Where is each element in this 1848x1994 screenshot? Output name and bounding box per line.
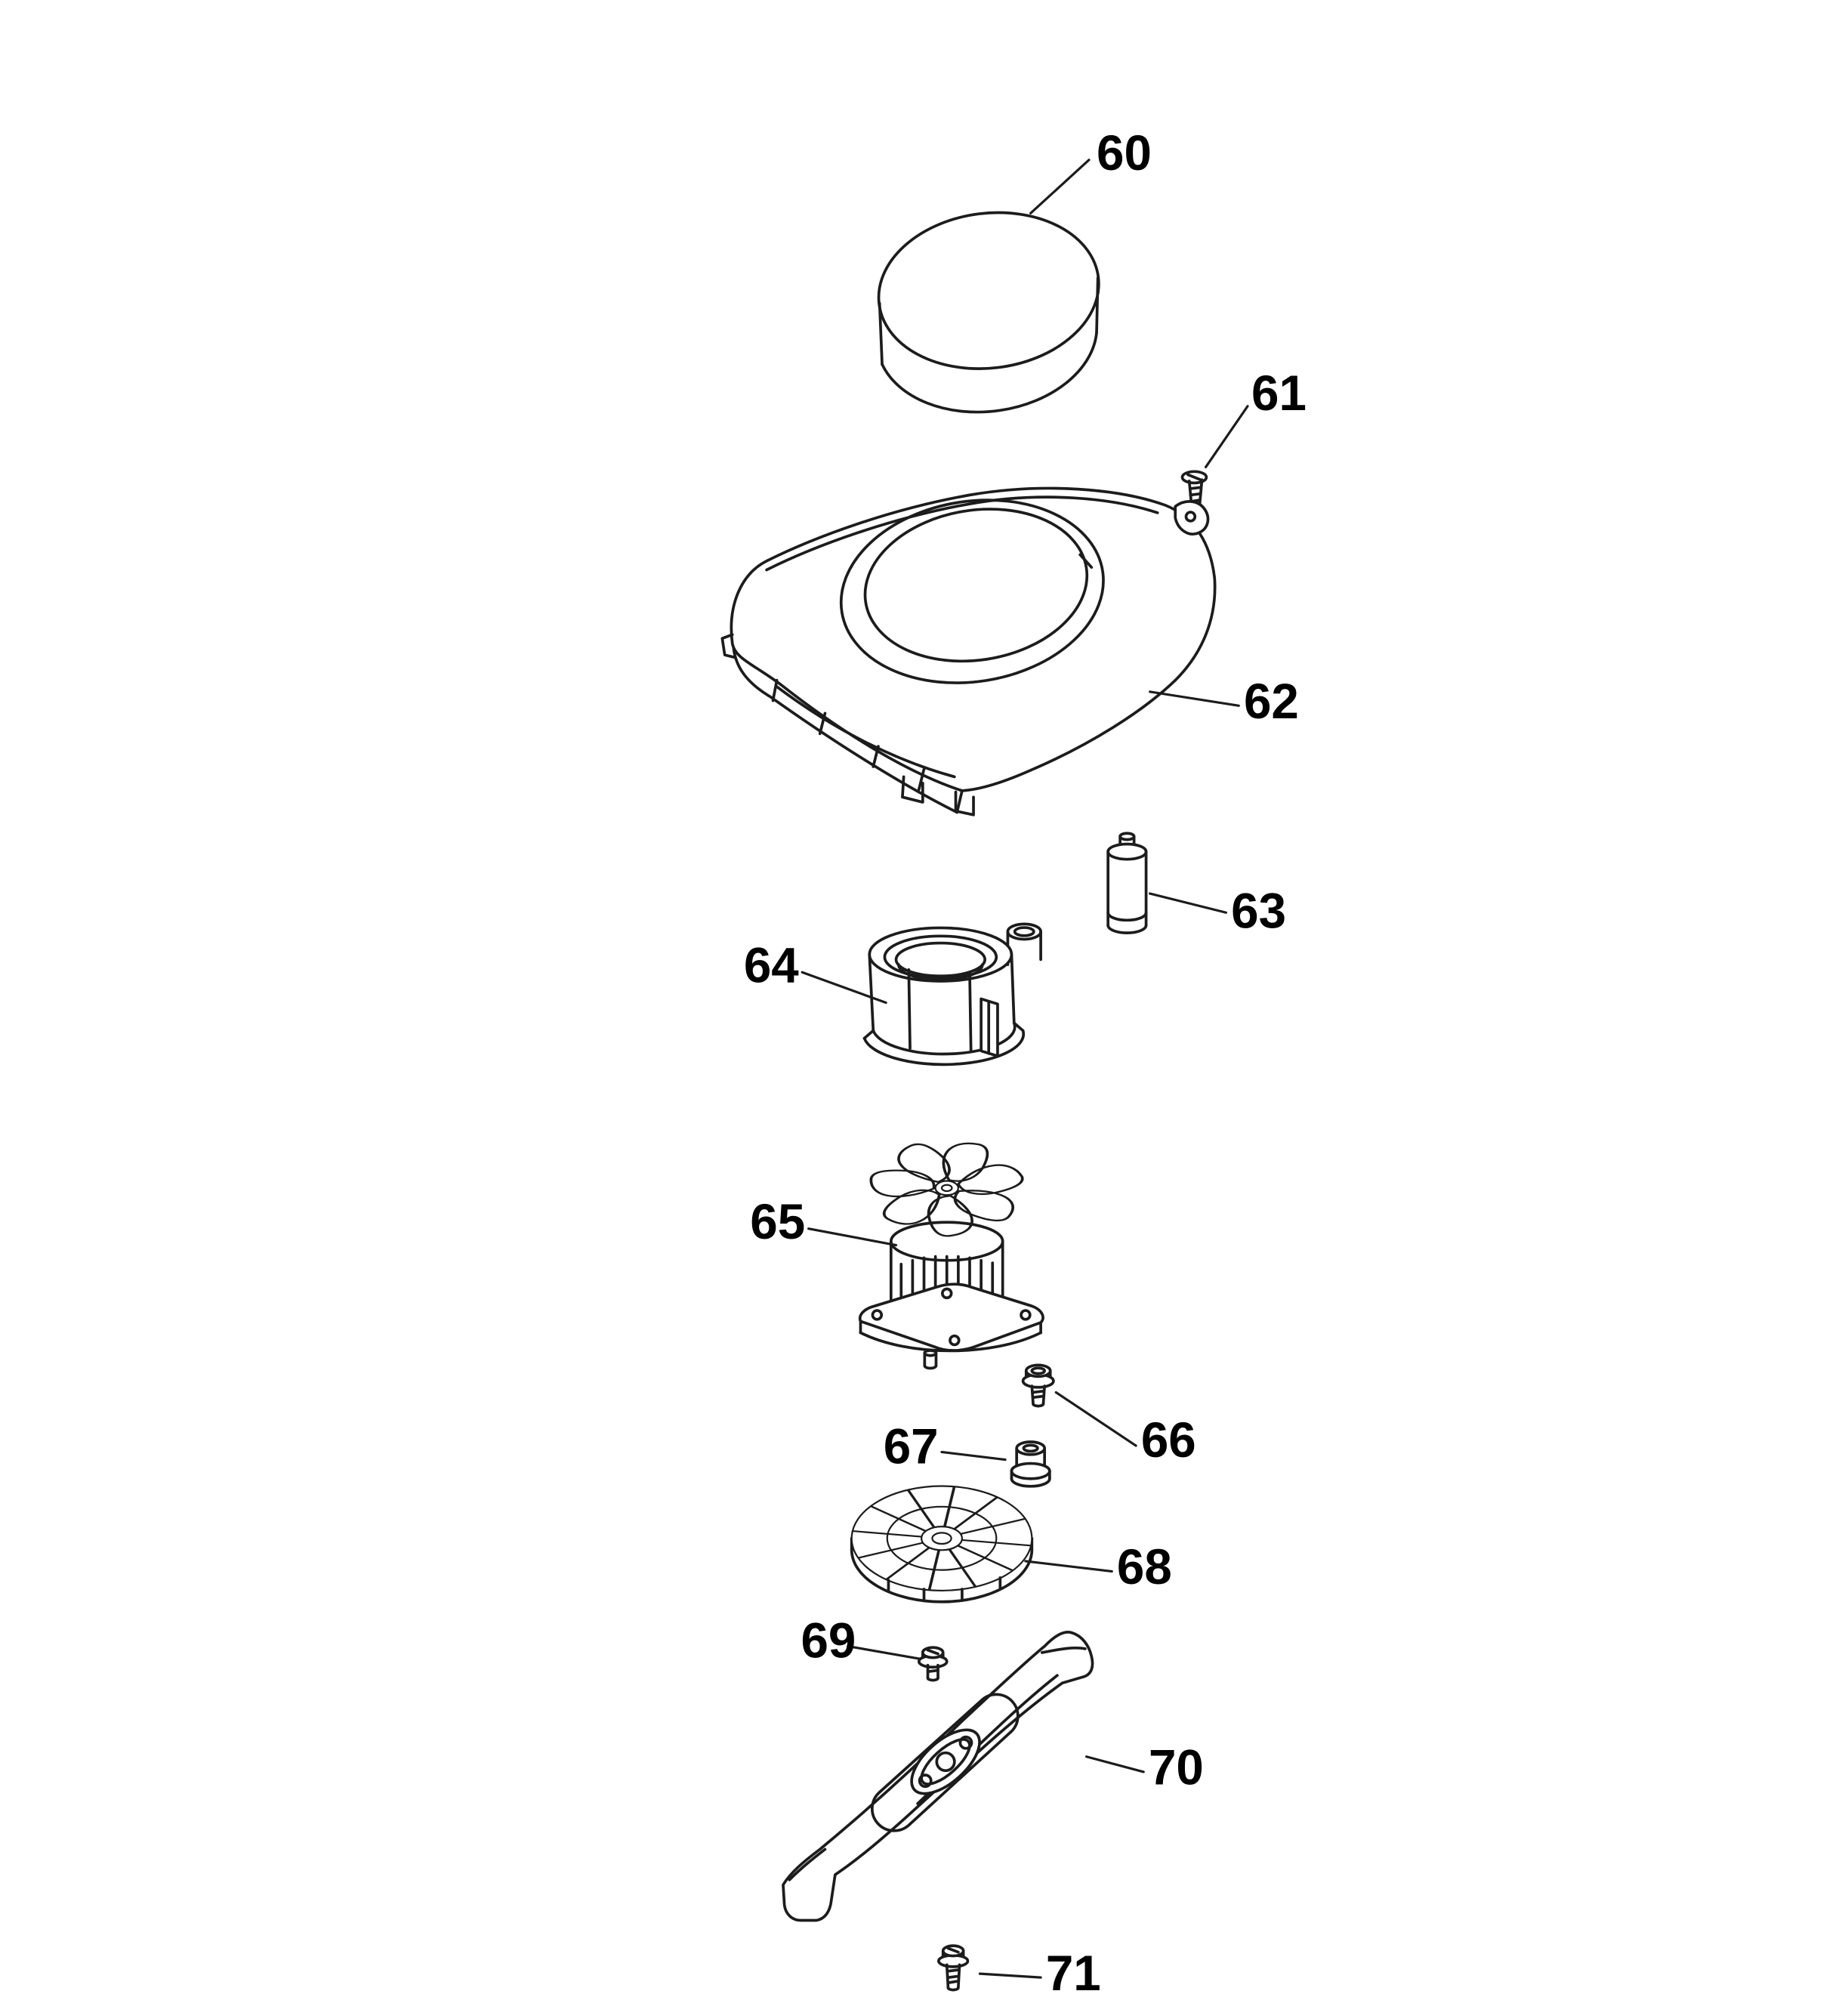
leader-line-60 xyxy=(1029,159,1091,215)
part-label-63: 63 xyxy=(1231,883,1286,938)
leader-line-66 xyxy=(1054,1391,1137,1447)
leader-line-64 xyxy=(801,971,887,1005)
leader-line-61 xyxy=(1204,405,1249,469)
part-62-deck-cover xyxy=(720,486,1217,816)
part-66-bolt xyxy=(1021,1363,1055,1408)
part-label-64: 64 xyxy=(744,938,799,993)
leader-line-62 xyxy=(1149,690,1240,707)
leader-line-69 xyxy=(847,1644,922,1660)
leader-line-65 xyxy=(807,1227,898,1247)
part-64-motor-mount xyxy=(862,922,1042,1066)
part-label-65: 65 xyxy=(750,1194,805,1249)
motor-fan-blades xyxy=(861,1135,1025,1240)
part-65-motor xyxy=(858,1135,1044,1370)
part-label-68: 68 xyxy=(1117,1539,1172,1594)
leader-line-71 xyxy=(978,1972,1042,1979)
part-label-61: 61 xyxy=(1251,366,1307,421)
part-labels: 60 61 62 63 64 65 66 67 68 69 70 71 xyxy=(744,125,1307,1994)
part-69-screw xyxy=(917,1646,949,1682)
part-63-capacitor xyxy=(1106,832,1148,934)
part-label-60: 60 xyxy=(1097,125,1152,181)
part-71-bolt xyxy=(936,1944,970,1992)
part-label-71: 71 xyxy=(1046,1946,1101,1994)
part-label-62: 62 xyxy=(1244,674,1299,729)
part-70-blade xyxy=(782,1631,1094,1922)
leader-line-67 xyxy=(940,1450,1007,1462)
part-label-67: 67 xyxy=(884,1419,939,1474)
part-60-cover-cap xyxy=(877,211,1100,414)
part-label-70: 70 xyxy=(1149,1740,1204,1795)
part-label-69: 69 xyxy=(801,1613,856,1668)
leader-lines xyxy=(801,159,1249,1979)
leader-line-68 xyxy=(1024,1560,1113,1573)
part-68-impeller xyxy=(850,1486,1034,1604)
part-label-66: 66 xyxy=(1141,1412,1196,1468)
leader-line-70 xyxy=(1085,1755,1145,1773)
leader-line-63 xyxy=(1149,892,1228,914)
part-67-bushing xyxy=(1010,1440,1051,1488)
